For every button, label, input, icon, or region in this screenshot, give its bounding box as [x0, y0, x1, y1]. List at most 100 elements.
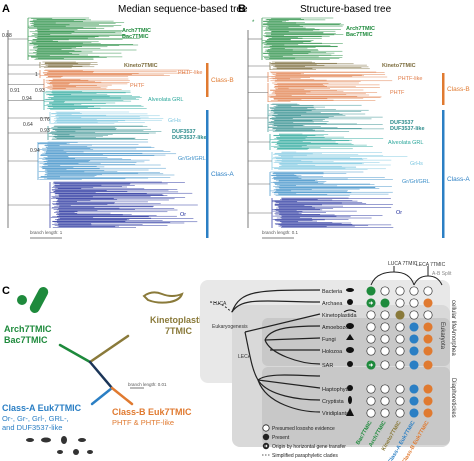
eukaryota-label: Eukaryota: [439, 322, 445, 350]
taxon-label: Haptophyta: [322, 387, 351, 393]
unrooted-tree: [58, 334, 134, 406]
worm-icon: [57, 450, 63, 454]
absent-marker: [395, 396, 405, 406]
class-a-subtitle: and DUF3537-like: [2, 423, 62, 432]
presence-matrix: [366, 286, 433, 418]
holozoa-icon: [346, 347, 354, 353]
kineto-label: Kinetoplastid: [150, 315, 207, 325]
absent-marker: [395, 322, 405, 332]
absent-marker: [409, 286, 419, 296]
absent-marker: [380, 408, 390, 418]
bac-label: Bac7TMIC: [4, 335, 48, 345]
sar-icon: [347, 361, 353, 367]
clade-branches: [271, 151, 408, 170]
legend-present-symbol: [262, 433, 270, 441]
class-b-title: Class-B Euk7TMIC: [112, 407, 192, 417]
absent-marker: [395, 298, 405, 308]
present-marker: [423, 298, 433, 308]
clade-branches: [271, 197, 394, 228]
taxon-label: SAR: [322, 363, 333, 369]
scale-label: branch length: 0.1: [262, 230, 299, 235]
clade-branches: [47, 125, 162, 140]
present-marker: [409, 396, 419, 406]
haptophyta-icon: [347, 385, 353, 391]
clade-branches: [269, 61, 370, 70]
absent-marker: [423, 310, 433, 320]
taxon-label: Kinetoplastida: [322, 313, 357, 319]
clade-label-arch: Arch7TMIC: [346, 26, 375, 32]
clade-label-grhs: GrHs: [168, 118, 181, 124]
fish-icon: [41, 437, 51, 443]
taxon-label: Viridiplantae: [322, 411, 352, 417]
taxon-label: Fungi: [322, 337, 336, 343]
present-marker: [409, 334, 419, 344]
bootstrap-value: 0.88: [2, 33, 12, 39]
arch-label: Arch7TMIC: [4, 324, 52, 334]
clade-branches: [267, 71, 393, 82]
legend: Presumed lososho evidence Present Origin…: [262, 424, 346, 459]
absent-marker: [380, 334, 390, 344]
absent-marker: [380, 384, 390, 394]
clade-branches: [37, 141, 177, 180]
clade-label-grhs: GrHs: [410, 161, 423, 167]
scale-label: branch length: 1: [30, 230, 63, 235]
absent-marker: [380, 310, 390, 320]
bootstrap-value: 0.64: [23, 122, 33, 128]
bootstrap-value: 1: [35, 72, 38, 78]
present-marker: [423, 384, 433, 394]
cryptista-icon: [348, 396, 352, 404]
clade-branches: [39, 69, 190, 78]
clade-label-phtf: PHTF: [130, 83, 145, 89]
present-marker: [423, 322, 433, 332]
diaphoretickes-label: Diaphoretickes: [450, 378, 456, 418]
clade-label-phtf-like: PHTF-like: [398, 76, 422, 82]
absent-marker: [409, 310, 419, 320]
snail-icon: [73, 449, 79, 455]
eukaryogenesis-label: Eukaryogenesis: [212, 324, 248, 330]
legend-text: Origin by horizontal gene transfer: [272, 444, 346, 450]
class-a-label: Class-A: [211, 171, 234, 178]
panel-a-tree: [7, 17, 198, 228]
kinetoplastid-icon: [142, 291, 184, 304]
clade-label-gr: Gr/Grl/GRL: [178, 156, 206, 162]
clade-label-kineto: Kineto7TMIC: [124, 63, 158, 69]
amorphea-label: Amorphea: [450, 328, 456, 356]
clade-branches: [43, 90, 147, 110]
amoebozoa-icon: [346, 323, 354, 329]
legend-text: Presumed lososho evidence: [272, 426, 335, 432]
clade-branches: [269, 133, 384, 150]
taxon-label: Amoebozoa: [322, 325, 352, 331]
clade-label-kineto: Kineto7TMIC: [382, 63, 416, 69]
clade-branches: [261, 17, 344, 60]
panel-c-letter: C: [2, 285, 10, 297]
viridiplantae-icon: [346, 408, 354, 416]
tree-backbone: [247, 30, 272, 228]
panel-c: C Arch7TMIC Bac7TMIC Kinetoplastid 7TMIC…: [2, 285, 207, 455]
bacterium-icon: [17, 287, 49, 313]
present-marker: [395, 310, 405, 320]
ab-split-label: A-B Split: [432, 271, 452, 277]
fly-icon: [78, 438, 86, 442]
absent-marker: [366, 346, 376, 356]
taxon-label: Cryptista: [322, 399, 345, 405]
bootstrap-value: 0.93: [35, 88, 45, 94]
absent-marker: [366, 408, 376, 418]
taxon-label: Bacteria: [322, 289, 343, 295]
absent-marker: [380, 360, 390, 370]
absent-marker: [395, 384, 405, 394]
clade-branches: [49, 181, 198, 228]
absent-marker: [366, 322, 376, 332]
clade-label-duf-like: DUF3537-like: [390, 126, 425, 132]
class-b-label: Class-B: [211, 77, 234, 84]
clade-label-phtf-like: PHTF-like: [178, 70, 202, 76]
present-marker: [409, 408, 419, 418]
clade-branches: [39, 61, 98, 68]
taxon-icons: [343, 288, 357, 416]
panel-a-title: Median sequence-based tree: [118, 4, 248, 15]
scale-label: branch length: 0.01: [128, 382, 167, 387]
class-b-bar: [206, 63, 209, 97]
panel-a-letter: A: [2, 3, 10, 15]
bootstrap-value: 0.94: [30, 148, 40, 154]
absent-marker: [395, 360, 405, 370]
